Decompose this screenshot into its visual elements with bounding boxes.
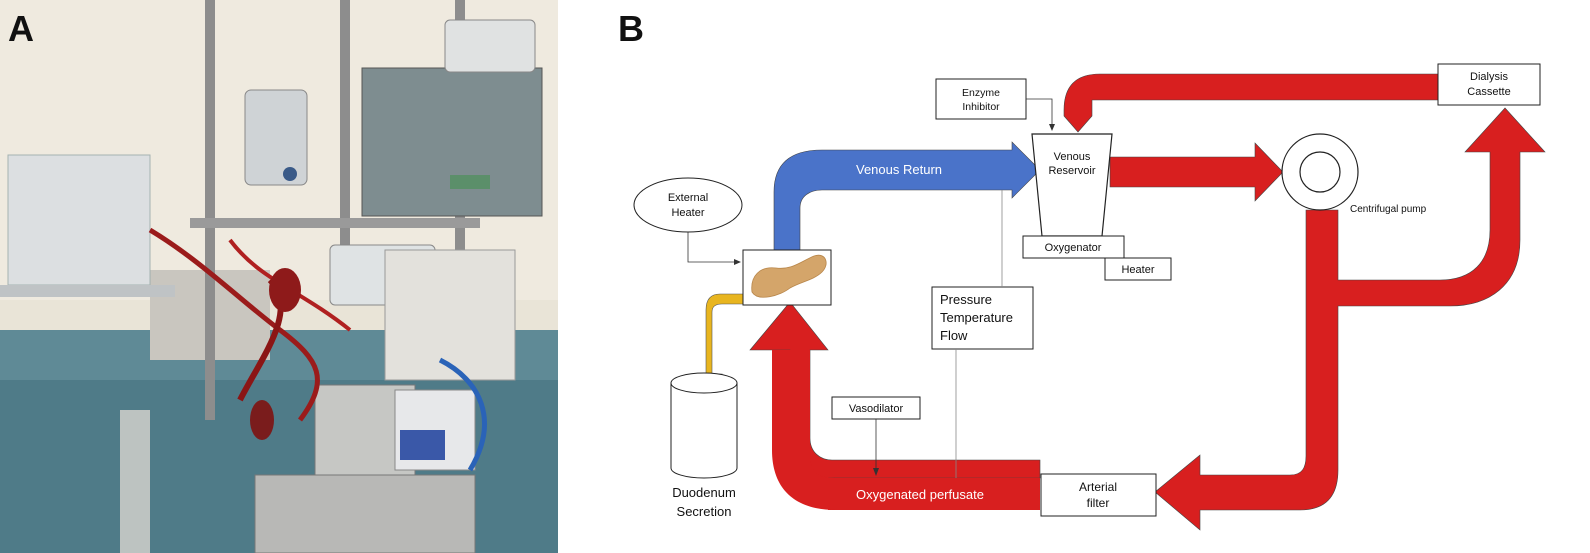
venous-reservoir-label-1: Venous — [1054, 151, 1091, 163]
external-heater-label-1: External — [668, 192, 708, 204]
flow-label: Flow — [940, 328, 968, 343]
oxygenated-perfusate-band — [828, 478, 1040, 510]
dialysis-cassette-box — [1437, 63, 1541, 106]
heater-label: Heater — [1121, 264, 1154, 276]
perfusion-machine-photo — [0, 0, 558, 553]
dialysis-cassette-label-2: Cassette — [1467, 86, 1510, 98]
pressure-temperature-flow-box — [931, 286, 1034, 350]
temperature-label: Temperature — [940, 310, 1013, 325]
duodenum-container — [670, 383, 738, 479]
external-heater-label-2: Heater — [671, 207, 704, 219]
pump-to-filter-flow — [1154, 107, 1546, 531]
venous-return-label: Venous Return — [856, 162, 942, 177]
enzyme-inhibitor-box — [935, 78, 1027, 120]
panel-label-a: A — [8, 8, 34, 49]
centrifugal-pump-label: Centrifugal pump — [1350, 204, 1427, 215]
external-heater-ellipse — [633, 177, 743, 233]
dialysis-cassette-label-1: Dialysis — [1470, 71, 1508, 83]
venous-reservoir — [1031, 133, 1113, 237]
reservoir-to-pump-flow — [1109, 142, 1284, 202]
panel-label-b: B — [618, 8, 644, 49]
oxygenator-box — [1022, 235, 1125, 259]
heater-box — [1104, 257, 1172, 281]
venous-reservoir-label-2: Reservoir — [1048, 165, 1095, 177]
duodenum-label-2: Secretion — [677, 504, 732, 519]
enzyme-inhibitor-label-1: Enzyme — [962, 87, 1000, 99]
pressure-label: Pressure — [940, 292, 992, 307]
arterial-filter-box — [1040, 473, 1157, 517]
pancreas-icon — [751, 254, 827, 298]
oxygenator-label: Oxygenator — [1045, 242, 1102, 254]
duodenum-label-1: Duodenum — [672, 485, 736, 500]
arterial-filter-label-2: filter — [1087, 496, 1110, 510]
arterial-filter-label-1: Arterial — [1079, 480, 1117, 494]
vasodilator-label: Vasodilator — [849, 403, 904, 415]
oxygenated-perfusate-label: Oxygenated perfusate — [856, 487, 984, 502]
enzyme-inhibitor-label-2: Inhibitor — [962, 101, 1000, 113]
perfusion-circuit-diagram: Venous Reservoir Centrifugal pump Enzyme… — [633, 63, 1546, 531]
venous-return-flow — [773, 141, 1041, 251]
dialysis-to-reservoir-flow — [1063, 73, 1439, 133]
